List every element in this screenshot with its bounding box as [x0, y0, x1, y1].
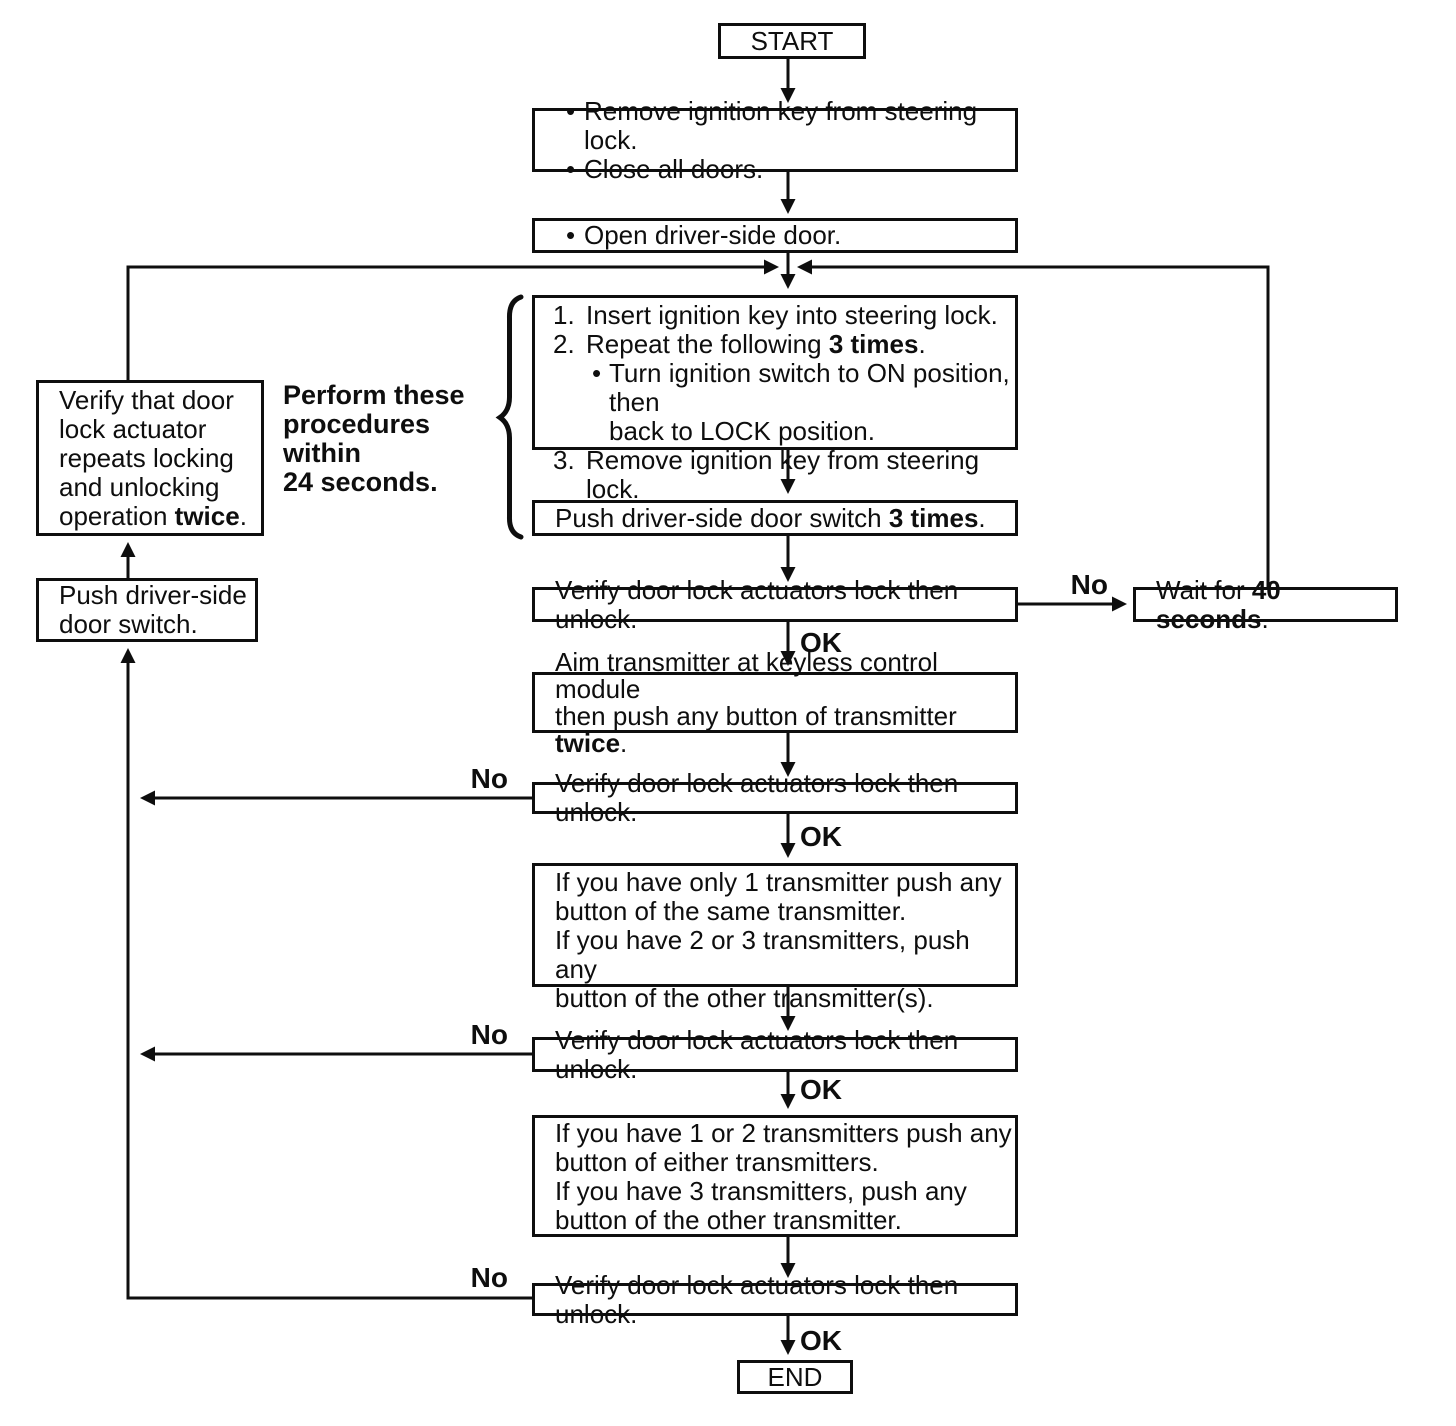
bullet-icon: •: [566, 153, 576, 184]
step-line: button of the other transmitter(s).: [555, 983, 934, 1013]
step-line: then push any button of transmitter twic…: [555, 700, 957, 758]
open-door-line: Open driver-side door.: [584, 220, 842, 250]
list-item: • Open driver-side door.: [566, 221, 1015, 250]
other-transmitter-step: If you have 1 or 2 transmitters push any…: [532, 1115, 1018, 1237]
bullet-icon: •: [566, 220, 576, 250]
prepare-step: • Remove ignition key from steering lock…: [532, 96, 1018, 183]
ok-label-3: OK: [800, 1074, 842, 1105]
step-line: Verify that door: [59, 385, 234, 415]
step-line: repeats locking: [59, 443, 234, 473]
list-item: 1. Insert ignition key into steering loc…: [553, 301, 1015, 330]
verify-lock-unlock-step-2: Verify door lock actuators lock then unl…: [532, 769, 1018, 827]
row-marker: 1.: [553, 300, 575, 330]
list-item: back to LOCK position.: [609, 417, 1015, 446]
start-label: START: [750, 25, 834, 56]
brace: [495, 294, 524, 540]
no-label-1: No: [1070, 569, 1108, 600]
step-line: If you have 1 or 2 transmitters push any: [555, 1118, 1012, 1148]
row-marker: 3.: [553, 445, 575, 475]
list-item: • Turn ignition switch to ON position, t…: [592, 359, 1015, 417]
ok-label-2: OK: [800, 821, 842, 852]
note-line: Perform these: [283, 380, 465, 410]
step-line: door switch.: [59, 609, 198, 639]
start-terminal: START: [718, 23, 866, 59]
step-line: Aim transmitter at keyless control modul…: [555, 646, 938, 704]
wire-wait-loop-top: [797, 259, 1270, 587]
wait-40-seconds-step: Wait for 40 seconds.: [1133, 575, 1398, 633]
step-line: Push driver-side: [59, 580, 247, 610]
step-line: lock actuator: [59, 414, 207, 444]
step-line: and unlocking: [59, 472, 220, 502]
push-door-switch-step: Push driver-side door switch.: [36, 578, 258, 642]
step-line: operation twice.: [59, 501, 247, 531]
list-item: • Close all doors.: [566, 153, 1015, 184]
ignition-cycle-step: 1. Insert ignition key into steering loc…: [532, 295, 1018, 504]
row-marker: 2.: [553, 329, 575, 359]
row-text: Repeat the following 3 times.: [586, 329, 926, 359]
aim-transmitter-step: Aim transmitter at keyless control modul…: [532, 648, 1018, 756]
wire-verify4-no-rail: [120, 648, 532, 1300]
list-item: 3. Remove ignition key from steering loc…: [553, 446, 1015, 504]
ok-label-4: OK: [800, 1325, 842, 1356]
prepare-line-1: Remove ignition key from steering lock.: [584, 95, 978, 155]
no-label-3: No: [470, 1019, 508, 1050]
step-text: Verify door lock actuators lock then unl…: [555, 768, 959, 827]
list-item: • Remove ignition key from steering lock…: [566, 95, 1015, 155]
row-text: back to LOCK position.: [609, 416, 875, 446]
prepare-line-2: Close all doors.: [584, 153, 764, 184]
open-door-step: • Open driver-side door.: [532, 218, 1018, 253]
verify-lock-unlock-step-1: Verify door lock actuators lock then unl…: [532, 575, 1018, 633]
no-label-2: No: [470, 763, 508, 794]
step-text: Push driver-side door switch 3 times.: [555, 502, 986, 533]
row-text: Turn ignition switch to ON position, the…: [609, 358, 1010, 417]
bullet-icon: •: [592, 358, 602, 388]
step-line: If you have 2 or 3 transmitters, push an…: [555, 925, 970, 984]
wire-left-loop-top: [126, 259, 779, 380]
bullet-icon: •: [566, 95, 576, 126]
step-text: Wait for 40 seconds.: [1156, 574, 1281, 634]
row-text: Remove ignition key from steering lock.: [586, 445, 980, 504]
list-item: 2. Repeat the following 3 times.: [553, 330, 1015, 359]
actuator-repeat-verify-step: Verify that door lock actuator repeats l…: [36, 380, 264, 536]
step-line: button of the same transmitter.: [555, 896, 907, 926]
verify-lock-unlock-step-4: Verify door lock actuators lock then unl…: [532, 1270, 1018, 1328]
push-switch-3-times-step: Push driver-side door switch 3 times.: [532, 500, 1018, 536]
step-text: Verify door lock actuators lock then unl…: [555, 574, 959, 634]
step-line: If you have only 1 transmitter push any: [555, 867, 1002, 897]
note-line: 24 seconds.: [283, 467, 438, 497]
step-text: Verify door lock actuators lock then unl…: [555, 1024, 959, 1084]
ok-label-1: OK: [800, 627, 842, 658]
step-text: Verify door lock actuators lock then unl…: [555, 1269, 959, 1329]
end-terminal: END: [737, 1360, 853, 1394]
timing-note: Perform these procedures within 24 secon…: [283, 381, 498, 497]
row-text: Insert ignition key into steering lock.: [586, 300, 998, 330]
note-line: procedures within: [283, 409, 431, 468]
step-line: If you have 3 transmitters, push any: [555, 1176, 967, 1206]
no-label-4: No: [470, 1262, 508, 1293]
one-transmitter-step: If you have only 1 transmitter push any …: [532, 863, 1018, 1013]
end-label: END: [767, 1361, 823, 1392]
step-line: button of either transmitters.: [555, 1147, 879, 1177]
verify-lock-unlock-step-3: Verify door lock actuators lock then unl…: [532, 1025, 1018, 1083]
step-line: button of the other transmitter.: [555, 1205, 902, 1235]
